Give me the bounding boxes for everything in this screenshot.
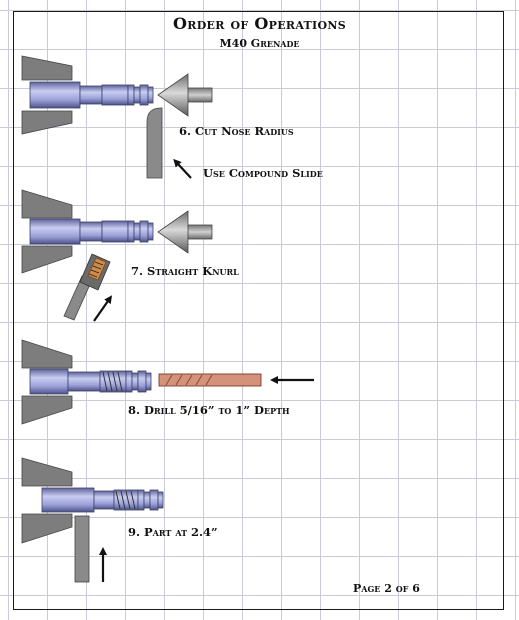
step9-illustration: [21, 457, 164, 583]
arrow-compound: [173, 158, 192, 179]
live-center: [157, 73, 213, 117]
chuck-jaw-bottom: [21, 395, 73, 425]
workpiece: [29, 81, 154, 109]
chuck-jaw-top: [21, 55, 73, 81]
page-number: Page 2 of 6: [353, 582, 420, 595]
chuck-jaw-bottom: [21, 513, 73, 544]
drill-bit: [158, 373, 262, 387]
step7-illustration: [21, 189, 213, 322]
arrow-feed: [93, 295, 113, 322]
workpiece: [29, 368, 152, 395]
step6-label: 6. Cut Nose Radius: [179, 124, 294, 138]
step8-illustration: [21, 339, 314, 425]
step9-label: 9. Part at 2.4”: [128, 525, 218, 539]
workpiece: [41, 487, 164, 513]
step8-label: 8. Drill 5/16” to 1” Depth: [128, 403, 290, 417]
live-center: [157, 210, 213, 254]
step6-note: Use Compound Slide: [203, 166, 323, 180]
chuck-jaw-top: [21, 457, 73, 487]
chuck-jaw-bottom: [21, 110, 73, 135]
parting-tool: [74, 515, 90, 583]
step7-label: 7. Straight Knurl: [131, 264, 239, 278]
chuck-jaw-top: [21, 339, 73, 369]
knurling-tool: [63, 253, 111, 321]
page-title: Order of Operations: [173, 14, 346, 33]
chuck-jaw-bottom: [21, 245, 73, 274]
workpiece: [29, 218, 154, 245]
radius-tool: [146, 107, 163, 179]
page-subtitle: M40 Grenade: [219, 37, 300, 50]
step6-illustration: [21, 55, 213, 179]
chuck-jaw-top: [21, 189, 73, 219]
